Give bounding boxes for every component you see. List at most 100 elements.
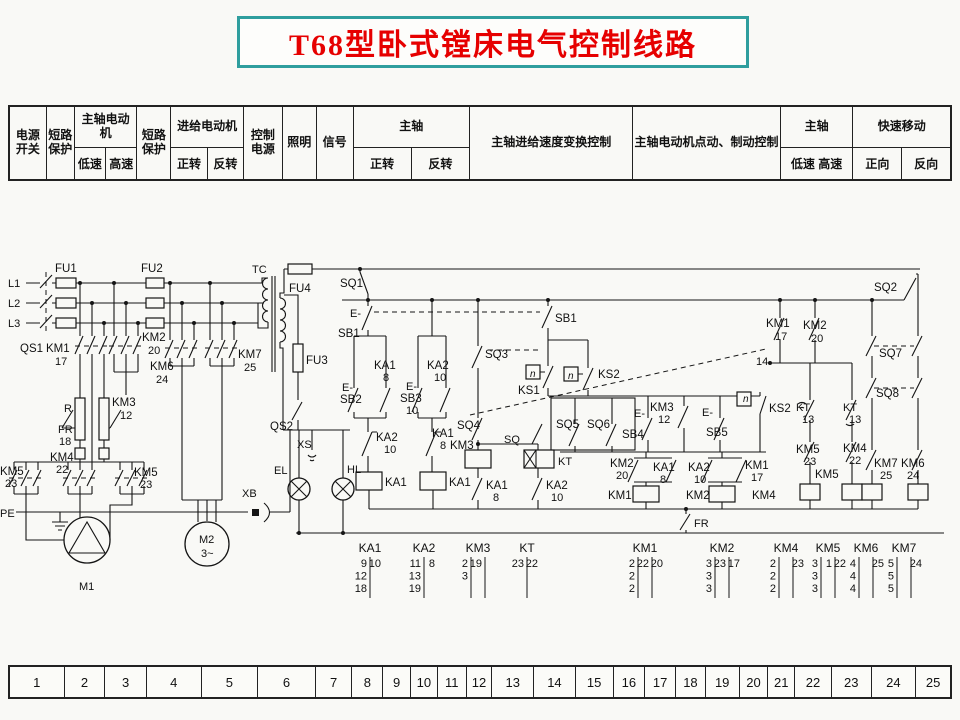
- crossref-value: 3: [706, 558, 712, 570]
- component-label: SQ5: [556, 419, 579, 431]
- crossref-value: 8: [429, 558, 435, 570]
- header-column-label: 主轴: [804, 119, 829, 134]
- component-label: PE: [0, 508, 15, 520]
- header-column: 短路保护: [47, 107, 75, 179]
- column-number: 3: [105, 667, 147, 697]
- column-number: 10: [411, 667, 438, 697]
- component-label: KM2: [803, 320, 827, 332]
- component-label: 10: [384, 444, 396, 456]
- header-column: 信号: [317, 107, 354, 179]
- column-number: 11: [438, 667, 467, 697]
- component-label: n: [743, 394, 749, 405]
- header-subcolumn-label: 正转: [171, 148, 208, 179]
- component-label: SB1: [555, 313, 577, 325]
- component-label: KM5: [134, 467, 158, 479]
- crossref-value: 3: [812, 558, 818, 570]
- component-label: SQ7: [879, 348, 902, 360]
- header-column-label: 主轴电动机: [81, 112, 130, 140]
- component-label: M1: [79, 581, 94, 593]
- component-label: KM7: [238, 349, 262, 361]
- column-number: 13: [492, 667, 535, 697]
- component-label: KM1: [608, 490, 632, 502]
- component-label: 17: [751, 472, 763, 484]
- header-subcolumn-label: 低速 高速: [790, 157, 843, 171]
- crossref-value: 4: [850, 558, 856, 570]
- component-label: KM5: [0, 466, 24, 478]
- component-label: 12: [658, 414, 670, 426]
- crossref-table-name: KA2: [413, 541, 436, 555]
- column-number: 8: [352, 667, 384, 697]
- component-label: L1: [8, 278, 20, 290]
- component-label: KS2: [769, 403, 791, 415]
- circuit-section-header-table: 电源开关短路保护主轴电动机低速高速短路保护进给电动机正转反转控制电源照明信号主轴…: [8, 105, 952, 181]
- component-label: 20: [616, 470, 628, 482]
- component-label: FR: [694, 518, 709, 530]
- crossref-table-name: KM6: [854, 541, 879, 555]
- component-label: 8: [493, 492, 499, 504]
- header-subcolumn-label: 反转: [428, 157, 453, 171]
- component-label: KA1: [374, 360, 396, 372]
- column-number: 2: [65, 667, 106, 697]
- component-label: SQ1: [340, 278, 363, 290]
- page-title: T68型卧式镗床电气控制线路: [237, 16, 749, 68]
- component-label: 10: [406, 405, 418, 417]
- column-number: 15: [576, 667, 614, 697]
- component-label: KM4: [843, 443, 867, 455]
- header-column-label: 主轴进给速度变换控制: [491, 135, 612, 150]
- crossref-value: 17: [728, 558, 740, 570]
- component-label: 23: [140, 479, 152, 491]
- column-number: 18: [676, 667, 706, 697]
- component-label: 25: [244, 362, 256, 374]
- component-label: SQ: [504, 434, 520, 446]
- component-label: KA1: [486, 480, 508, 492]
- component-label: 14: [756, 356, 768, 368]
- component-label: KT: [843, 402, 857, 414]
- column-number: 1: [10, 667, 65, 697]
- crossref-value: 4: [850, 583, 856, 595]
- component-label: n: [530, 369, 536, 380]
- crossref-value: 1: [826, 558, 832, 570]
- component-label: FU3: [306, 355, 328, 367]
- component-label: KM6: [901, 458, 925, 470]
- crossref-value: 13: [409, 571, 421, 583]
- crossref-value: 2: [629, 558, 635, 570]
- crossref-value: 2: [770, 583, 776, 595]
- component-label: FU1: [55, 263, 77, 275]
- component-label: SB4: [622, 429, 644, 441]
- component-label: L2: [8, 298, 20, 310]
- header-subcolumn-label: 反转: [213, 157, 238, 171]
- component-label: KM2: [686, 490, 710, 502]
- column-number: 6: [258, 667, 316, 697]
- crossref-table-name: KM2: [710, 541, 735, 555]
- component-label: KM5: [815, 469, 839, 481]
- header-column: 电源开关: [10, 107, 47, 179]
- column-number: 16: [614, 667, 646, 697]
- header-column-label: 短路保护: [141, 128, 166, 156]
- component-label: 17: [775, 331, 787, 343]
- component-label: KM6: [150, 361, 174, 373]
- component-label: 10: [434, 372, 446, 384]
- crossref-value: 12: [355, 571, 367, 583]
- component-label: 13: [849, 414, 861, 426]
- crossref-table-name: KM5: [816, 541, 841, 555]
- component-label: 25: [880, 470, 892, 482]
- column-number: 12: [467, 667, 493, 697]
- power-circuit: [8, 263, 920, 567]
- component-label: SB1: [338, 328, 360, 340]
- header-column: 主轴电动机点动、制动控制: [633, 107, 781, 179]
- crossref-value: 3: [706, 583, 712, 595]
- column-number: 17: [645, 667, 677, 697]
- component-label: KA1: [449, 477, 471, 489]
- header-column: 进给电动机正转反转: [171, 107, 245, 179]
- component-label: SB5: [706, 427, 728, 439]
- component-label: XB: [242, 488, 257, 500]
- header-column: 照明: [283, 107, 317, 179]
- crossref-value: 4: [850, 571, 856, 583]
- crossref-table-name: KT: [519, 541, 535, 555]
- header-column-label: 短路保护: [48, 128, 73, 156]
- component-label: KA1: [385, 477, 407, 489]
- crossref-value: 2: [462, 558, 468, 570]
